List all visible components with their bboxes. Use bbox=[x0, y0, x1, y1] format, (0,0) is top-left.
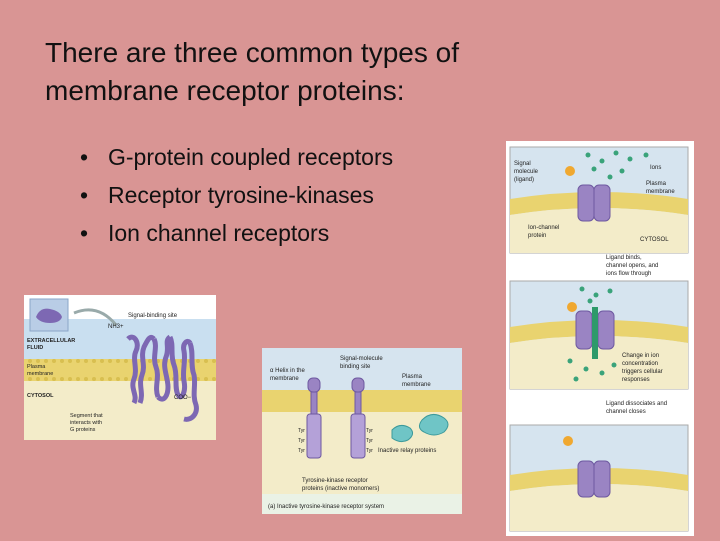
step2-label-1: Change in ion bbox=[622, 353, 659, 359]
step1-label-1: Ligand binds, bbox=[606, 255, 642, 261]
nh3-label: NH3+ bbox=[108, 324, 124, 330]
rtk-diagram: Tyr Tyr Tyr Tyr Tyr Tyr α Helix in the m… bbox=[262, 348, 462, 514]
gpcr-receptor-helices bbox=[126, 334, 199, 422]
ions-label: Ions bbox=[650, 165, 661, 171]
relay-protein-icon bbox=[391, 424, 414, 443]
step3-label-1: Ligand dissociates and bbox=[606, 401, 667, 407]
fluid-label: FLUID bbox=[27, 345, 43, 351]
cytosol-label: CYTOSOL bbox=[640, 237, 669, 243]
plasma-label: Plasma bbox=[402, 374, 423, 380]
rtk-receptor-right bbox=[350, 377, 366, 459]
bullet-item-gpcr: • G-protein coupled receptors bbox=[80, 138, 393, 176]
ligand-icon bbox=[565, 166, 575, 176]
signal-molecule-icon bbox=[36, 308, 62, 323]
ion-dots bbox=[585, 150, 649, 180]
ion-channel-figure: Signal molecule (ligand) Ions Plasma mem… bbox=[506, 141, 694, 536]
plasma-label: Plasma bbox=[27, 364, 46, 370]
alpha-helix-label-2: membrane bbox=[270, 376, 299, 382]
tyr-label: Tyr bbox=[366, 448, 373, 454]
ion-channel-closed-panel: Signal molecule (ligand) Ions Plasma mem… bbox=[509, 146, 689, 254]
relay-protein-icon bbox=[418, 414, 449, 436]
bullet-dot: • bbox=[80, 144, 89, 170]
bullet-item-ion-channel: • Ion channel receptors bbox=[80, 214, 393, 252]
step2-label-3: triggers cellular bbox=[622, 369, 663, 375]
ion-channel-open-panel: Change in ion concentration triggers cel… bbox=[509, 280, 689, 390]
ion-dots bbox=[567, 286, 617, 382]
signal-label: Signal bbox=[514, 161, 531, 167]
cytosol-label: CYTOSOL bbox=[27, 393, 54, 399]
step3-label-2: channel closes bbox=[606, 409, 646, 415]
bullet-text: Receptor tyrosine-kinases bbox=[108, 182, 374, 208]
step2-label-4: responses bbox=[622, 377, 650, 383]
rtk-caption: (a) Inactive tyrosine-kinase receptor sy… bbox=[268, 504, 384, 510]
inactive-relay-label: Inactive relay proteins bbox=[378, 448, 436, 454]
ligand-icon bbox=[567, 302, 577, 312]
ion-channel-label-2: protein bbox=[528, 233, 546, 239]
ion-channel-label-1: Ion-channel bbox=[528, 225, 559, 231]
step1-label-2: channel opens, and bbox=[606, 263, 658, 269]
gpcr-diagram: NH3+ Signal-binding site EXTRACELLULAR F… bbox=[24, 295, 216, 440]
bullet-text: G-protein coupled receptors bbox=[108, 144, 394, 170]
title-line-2: membrane receptor proteins: bbox=[45, 75, 405, 106]
tk-receptor-label-1: Tyrosine-kinase receptor bbox=[302, 478, 368, 484]
binding-arrow-icon bbox=[73, 308, 118, 326]
coo-label: COO− bbox=[174, 395, 192, 401]
membrane-label: membrane bbox=[402, 382, 431, 388]
ion-flow-arrow-icon bbox=[592, 307, 598, 359]
bullet-item-rtk: • Receptor tyrosine-kinases bbox=[80, 176, 393, 214]
cytosol-region bbox=[24, 381, 216, 440]
signal-molecule-site-label-2: binding site bbox=[340, 364, 371, 370]
tyr-label: Tyr bbox=[298, 438, 305, 444]
step2-label-2: concentration bbox=[622, 361, 658, 367]
segment-label-2: interacts with bbox=[70, 420, 102, 426]
tyr-label: Tyr bbox=[298, 448, 305, 454]
signal-molecule-site-label-1: Signal-molecule bbox=[340, 356, 383, 362]
tyr-label: Tyr bbox=[298, 428, 305, 434]
signal-binding-site-label: Signal-binding site bbox=[128, 313, 178, 319]
step1-label-3: ions flow through bbox=[606, 271, 651, 277]
gpcr-figure: NH3+ Signal-binding site EXTRACELLULAR F… bbox=[24, 295, 216, 440]
tyr-label: Tyr bbox=[366, 428, 373, 434]
slide-title: There are three common types of membrane… bbox=[45, 34, 605, 110]
extracellular-label: EXTRACELLULAR bbox=[27, 338, 75, 344]
plasma-label: Plasma bbox=[646, 181, 667, 187]
molecule-label: molecule bbox=[514, 169, 539, 175]
tk-receptor-label-2: proteins (inactive monomers) bbox=[302, 486, 379, 492]
bullet-list: • G-protein coupled receptors • Receptor t… bbox=[80, 138, 393, 252]
alpha-helix-label-1: α Helix in the bbox=[270, 368, 305, 374]
membrane-label: membrane bbox=[646, 189, 675, 195]
tyr-label: Tyr bbox=[366, 438, 373, 444]
ligand-label: (ligand) bbox=[514, 177, 534, 183]
rtk-receptor-left bbox=[306, 377, 322, 459]
segment-label-1: Segment that bbox=[70, 413, 103, 419]
membrane-label: membrane bbox=[27, 371, 53, 377]
ion-channel-diagram: Signal molecule (ligand) Ions Plasma mem… bbox=[506, 141, 694, 536]
bullet-dot: • bbox=[80, 220, 89, 246]
segment-label-3: G proteins bbox=[70, 427, 96, 433]
plasma-membrane-band bbox=[262, 390, 462, 412]
bullet-dot: • bbox=[80, 182, 89, 208]
bullet-text: Ion channel receptors bbox=[108, 220, 330, 246]
rtk-figure: Tyr Tyr Tyr Tyr Tyr Tyr α Helix in the m… bbox=[262, 348, 462, 514]
title-line-1: There are three common types of bbox=[45, 37, 459, 68]
ligand-icon bbox=[563, 436, 573, 446]
ion-channel-reclosed-panel bbox=[509, 424, 689, 532]
